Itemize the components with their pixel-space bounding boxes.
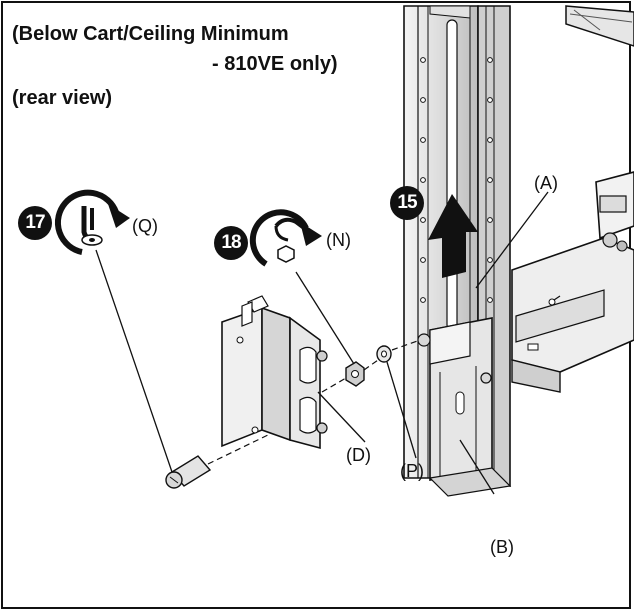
step-18-badge: 18	[214, 226, 248, 260]
screw-q	[165, 455, 212, 489]
callout-d: (D)	[346, 445, 371, 465]
nut-n	[345, 361, 365, 387]
header-model-note: - 810VE only)	[212, 53, 338, 75]
callout-b: (B)	[490, 537, 514, 557]
step-17-badge: 17	[18, 206, 52, 240]
washer-p	[376, 345, 392, 363]
leader-lines	[95, 191, 549, 495]
mounting-bracket-d	[221, 295, 328, 450]
view-note: (rear view)	[12, 87, 113, 109]
hex-key-rotate-icon	[54, 189, 130, 255]
cart-body	[511, 171, 634, 393]
up-arrow-icon	[428, 194, 478, 278]
header-title: (Below Cart/Ceiling Minimum	[12, 23, 289, 45]
wrench-rotate-icon	[249, 209, 322, 267]
callout-p: (P)	[400, 461, 424, 481]
sliding-bracket-b	[417, 317, 512, 497]
ceiling-bracket	[565, 5, 634, 47]
callout-n: (N)	[326, 230, 351, 250]
assembly-path	[207, 339, 421, 465]
step-15-badge: 15	[390, 186, 424, 220]
callout-a: (A)	[534, 173, 558, 193]
callout-q: (Q)	[132, 216, 158, 236]
